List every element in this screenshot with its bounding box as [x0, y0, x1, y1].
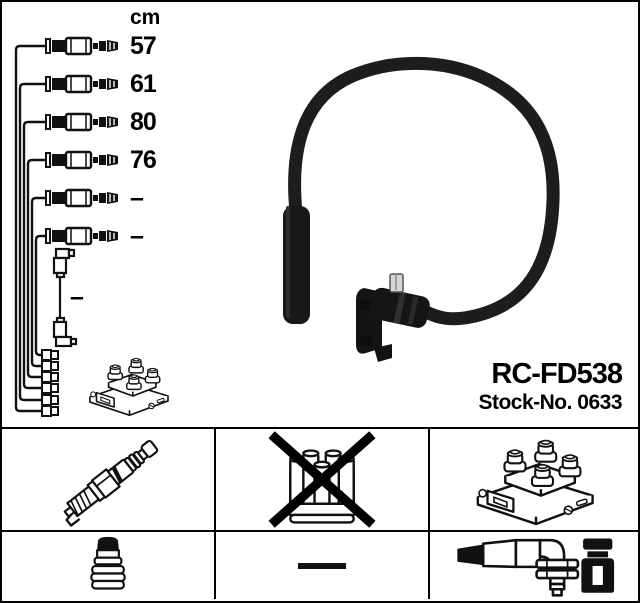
- cable-length-4: 76: [130, 146, 157, 174]
- legend-cell-dash: –: [214, 530, 428, 599]
- coil-wire-schematic: [52, 247, 78, 348]
- plug-terminal-nut-icon: [90, 536, 126, 590]
- cable-length-1: 57: [130, 32, 157, 60]
- legend-cell-spark-plug: [2, 429, 214, 530]
- legend-cell-distributor-cap: [214, 429, 428, 530]
- legend-cell-terminal-nut: [2, 530, 214, 599]
- distributor-cap-crossed-icon: [268, 431, 376, 528]
- ignition-coil-icon: [461, 431, 607, 528]
- harness-wires: [14, 44, 48, 413]
- coil-wire-length: –: [70, 283, 84, 311]
- cross-out-x: [268, 431, 376, 528]
- diagram-area: [14, 36, 560, 417]
- dash-icon: –: [298, 562, 346, 569]
- coil-connector-stack: [41, 349, 59, 417]
- cable-photo-elbow-connector: [356, 273, 430, 362]
- ignition-coil-schematic: [90, 358, 168, 415]
- length-unit-header: cm: [130, 6, 161, 29]
- legend-cell-ignition-coil: [428, 429, 638, 530]
- part-number: RC-FD538: [491, 358, 623, 390]
- spark-plug-icon: [63, 439, 159, 527]
- cable-row-symbols: [44, 36, 120, 246]
- legend-cell-connectors: [428, 530, 638, 599]
- legend-grid: –: [2, 427, 638, 601]
- cable-length-5: –: [130, 184, 144, 212]
- cable-length-6: –: [130, 222, 144, 250]
- stock-number: Stock-No. 0633: [478, 391, 622, 414]
- cable-length-2: 61: [130, 70, 157, 98]
- cable-length-3: 80: [130, 108, 157, 136]
- cable-connectors-icon: [457, 537, 615, 597]
- cable-photo: [283, 56, 560, 362]
